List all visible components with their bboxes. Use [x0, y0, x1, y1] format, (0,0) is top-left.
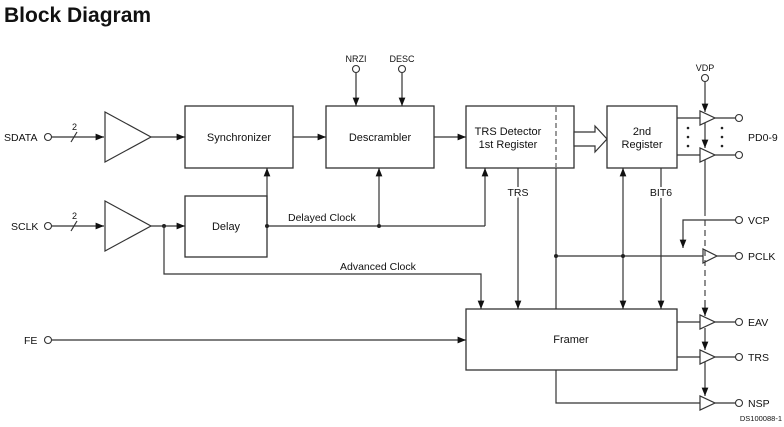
- desc-input: DESC: [389, 54, 415, 106]
- delayed-clock-net: Delayed Clock: [263, 168, 489, 228]
- delay-block: Delay: [184, 195, 268, 258]
- descrambler-label: Descrambler: [349, 132, 412, 144]
- pd-pin-icon: [734, 150, 744, 160]
- fe-label: FE: [24, 335, 37, 347]
- trs-detector-label-line2: 1st Register: [479, 139, 538, 151]
- vdp-net: VDP: [696, 63, 715, 396]
- trs-signal-label: TRS: [508, 187, 529, 199]
- synchronizer-block: Synchronizer: [184, 105, 294, 169]
- vdp-label: VDP: [696, 63, 715, 73]
- trs-buffer-icon: [699, 349, 717, 365]
- junction-dot: [377, 224, 381, 228]
- pclk-buffer-icon: [702, 248, 719, 264]
- eav-buffer-icon: [699, 314, 717, 330]
- delay-label: Delay: [212, 221, 241, 233]
- trs-output: TRS: [677, 349, 769, 365]
- fe-pin-icon: [43, 335, 53, 345]
- nsp-output: NSP: [555, 370, 770, 411]
- nrzi-label: NRZI: [346, 54, 367, 64]
- junction-dot: [554, 254, 558, 258]
- synchronizer-label: Synchronizer: [207, 132, 272, 144]
- sdata-bus-slash: [70, 131, 78, 143]
- trs-detector-block: TRS Detector 1st Register: [465, 105, 575, 169]
- nsp-label: NSP: [748, 398, 770, 410]
- sdata-bus-width: 2: [72, 122, 77, 132]
- framer-block: Framer: [465, 308, 678, 371]
- nsp-pin-icon: [734, 398, 744, 408]
- sdata-buffer-icon: [104, 110, 153, 164]
- sclk-pin-icon: [43, 221, 53, 231]
- pclk-net: PCLK: [554, 168, 775, 309]
- sclk-label: SCLK: [11, 221, 38, 233]
- fe-input: FE: [24, 335, 466, 347]
- delayed-clock-label: Delayed Clock: [288, 212, 356, 224]
- pd-outputs: PD0-9: [677, 110, 778, 163]
- vdp-pin-icon: [700, 73, 710, 83]
- bus-arrow-icon: [573, 124, 608, 154]
- figure-id: DS100088-1: [740, 414, 782, 423]
- vcp-input: VCP: [679, 215, 770, 248]
- sclk-buffer-icon: [104, 199, 153, 253]
- sdata-pin-icon: [43, 132, 53, 142]
- second-register-block: 2nd Register: [606, 105, 678, 169]
- sclk-input: SCLK 2: [11, 199, 185, 253]
- pd-buffer-icon: [699, 110, 717, 126]
- framer-label: Framer: [553, 334, 589, 346]
- desc-pin-icon: [397, 64, 407, 74]
- nsp-buffer-icon: [699, 395, 717, 411]
- junction-dot: [621, 254, 625, 258]
- sdata-label: SDATA: [4, 132, 37, 144]
- advanced-clock-label: Advanced Clock: [340, 261, 417, 273]
- vcp-pin-icon: [734, 215, 744, 225]
- trs-detector-label-line1: TRS Detector: [475, 126, 542, 138]
- pd-pin-icon: [734, 113, 744, 123]
- advanced-clock-net: Advanced Clock: [163, 226, 485, 309]
- eav-pin-icon: [734, 317, 744, 327]
- trs-pin-icon: [734, 352, 744, 362]
- descrambler-block: Descrambler: [325, 105, 435, 169]
- pclk-label: PCLK: [748, 251, 775, 263]
- pd-label: PD0-9: [748, 132, 778, 144]
- pd-buffer-icon: [699, 147, 717, 163]
- eav-output: EAV: [677, 314, 768, 330]
- junction-dot: [265, 224, 269, 228]
- nrzi-input: NRZI: [346, 54, 367, 106]
- sclk-bus-width: 2: [72, 211, 77, 221]
- bit6-signal-label: BIT6: [650, 187, 672, 199]
- sdata-input: SDATA 2: [4, 110, 185, 164]
- eav-label: EAV: [748, 317, 768, 329]
- page-title: Block Diagram: [4, 4, 152, 27]
- second-register-label-line2: Register: [622, 139, 663, 151]
- second-register-label-line1: 2nd: [633, 126, 651, 138]
- desc-label: DESC: [389, 54, 415, 64]
- sclk-bus-slash: [70, 220, 78, 232]
- nrzi-pin-icon: [351, 64, 361, 74]
- trs-output-label: TRS: [748, 352, 769, 364]
- pclk-pin-icon: [734, 251, 744, 261]
- vcp-label: VCP: [748, 215, 770, 227]
